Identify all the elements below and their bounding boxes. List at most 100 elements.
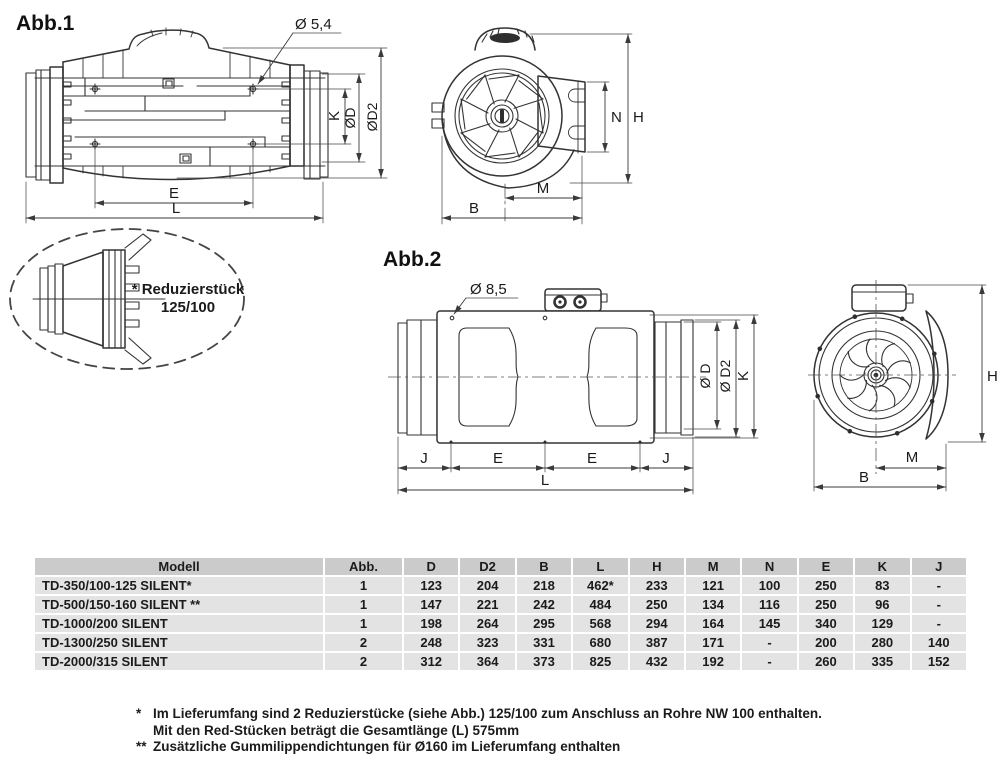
footnote-2-text: Mit den Red-Stücken beträgt die Gesamtlä…	[153, 722, 520, 738]
column-header-h: H	[629, 558, 684, 575]
fig1-dim-n: N	[611, 109, 622, 126]
fan1-body	[62, 29, 291, 181]
table-cell: 250	[629, 596, 684, 613]
reducer-callout: * Reduzierstück 125/100	[9, 228, 245, 370]
figure1-label: Abb.1	[16, 12, 75, 35]
table-cell: 218	[516, 577, 572, 594]
fig1-dim-h: H	[633, 109, 644, 126]
model-cell: TD-500/150-160 SILENT **	[35, 596, 323, 613]
table-cell: 295	[516, 615, 572, 632]
figure1-front-view-drawing: N H M B	[431, 27, 644, 225]
fig1-dim-k: K	[326, 111, 343, 121]
column-header-j: J	[911, 558, 966, 575]
table-cell: 335	[855, 653, 910, 670]
column-header-d: D	[404, 558, 459, 575]
fig2-dim-d2: Ø D2	[717, 359, 733, 392]
fan1-front-left-tabs	[431, 102, 445, 129]
table-cell: 312	[404, 653, 459, 670]
table-cell: 1	[325, 615, 402, 632]
table-cell: 96	[855, 596, 910, 613]
table-cell: 204	[460, 577, 515, 594]
table-cell: 2	[325, 634, 402, 651]
fan1-front-impeller	[454, 68, 550, 164]
table-cell: 100	[742, 577, 797, 594]
table-cell: 373	[516, 653, 572, 670]
table-cell: 83	[855, 577, 910, 594]
table-cell: 484	[573, 596, 628, 613]
table-cell: 116	[742, 596, 797, 613]
fig1-dim-d: ØD	[342, 108, 358, 129]
table-cell: 200	[798, 634, 854, 651]
table-cell: -	[742, 634, 797, 651]
fig2-dim-m: M	[906, 449, 919, 466]
fan1-front-motor-hump	[474, 27, 536, 51]
column-header-abb-: Abb.	[325, 558, 402, 575]
fan1-dimensions	[25, 32, 388, 224]
fig1-hole-dia-label: Ø 5,4	[295, 16, 332, 33]
table-cell: 134	[685, 596, 741, 613]
fan1-front-bracket	[537, 75, 586, 154]
table-cell: 331	[516, 634, 572, 651]
table-cell: 242	[516, 596, 572, 613]
table-cell: 248	[404, 634, 459, 651]
footnote-2-marker	[136, 723, 153, 740]
table-cell: 147	[404, 596, 459, 613]
column-header-b: B	[516, 558, 572, 575]
table-cell: 221	[460, 596, 515, 613]
fig2-dim-d: Ø D	[697, 364, 713, 389]
fan2-dimensions	[397, 297, 759, 495]
table-cell: 250	[798, 577, 854, 594]
figure2-front-view-drawing: H M B	[808, 280, 998, 492]
table-cell: 432	[629, 653, 684, 670]
footnote-1: * Im Lieferumfang sind 2 Reduzierstücke …	[136, 706, 876, 723]
table-cell: -	[742, 653, 797, 670]
table-cell: 192	[685, 653, 741, 670]
fig2-dim-e-left: E	[493, 450, 503, 467]
fan1-front-housing	[441, 55, 575, 189]
table-cell: 198	[404, 615, 459, 632]
table-cell: 250	[798, 596, 854, 613]
table-cell: 140	[911, 634, 966, 651]
column-header-n: N	[742, 558, 797, 575]
fan1-front-dims	[441, 33, 633, 225]
fan1-screws	[89, 83, 259, 150]
fig1-dim-e: E	[169, 185, 179, 202]
table-cell: 294	[629, 615, 684, 632]
fig1-dim-b: B	[469, 200, 479, 217]
fig2-dim-b: B	[859, 469, 869, 486]
footnote-1-marker: *	[136, 706, 142, 721]
table-cell: 145	[742, 615, 797, 632]
table-cell: 825	[573, 653, 628, 670]
fan1-left-duct	[25, 66, 64, 184]
column-header-modell: Modell	[35, 558, 323, 575]
table-cell: 121	[685, 577, 741, 594]
table-cell: 340	[798, 615, 854, 632]
table-cell: 568	[573, 615, 628, 632]
table-cell: 2	[325, 653, 402, 670]
table-cell: -	[911, 577, 966, 594]
model-cell: TD-1000/200 SILENT	[35, 615, 323, 632]
fan2-terminal-box	[544, 288, 608, 312]
footnote-1-continuation: Mit den Red-Stücken beträgt die Gesamtlä…	[136, 723, 876, 740]
figure2-side-view-drawing: Ø 8,5 Ø D Ø D2 K J E E J L	[388, 281, 759, 495]
table-cell: 462*	[573, 577, 628, 594]
column-header-k: K	[855, 558, 910, 575]
reducer-note-line1: * Reduzierstück	[132, 281, 245, 298]
table-cell: 323	[460, 634, 515, 651]
table-cell: 264	[460, 615, 515, 632]
footnote-2: ** Zusätzliche Gummilippendichtungen für…	[136, 739, 876, 756]
table-cell: 1	[325, 577, 402, 594]
fan1-right-duct	[289, 64, 329, 180]
reducer-note-line2: 125/100	[161, 299, 215, 316]
column-header-d2: D2	[460, 558, 515, 575]
reducer-ellipse	[9, 228, 245, 370]
table-cell: 387	[629, 634, 684, 651]
model-cell: TD-2000/315 SILENT	[35, 653, 323, 670]
